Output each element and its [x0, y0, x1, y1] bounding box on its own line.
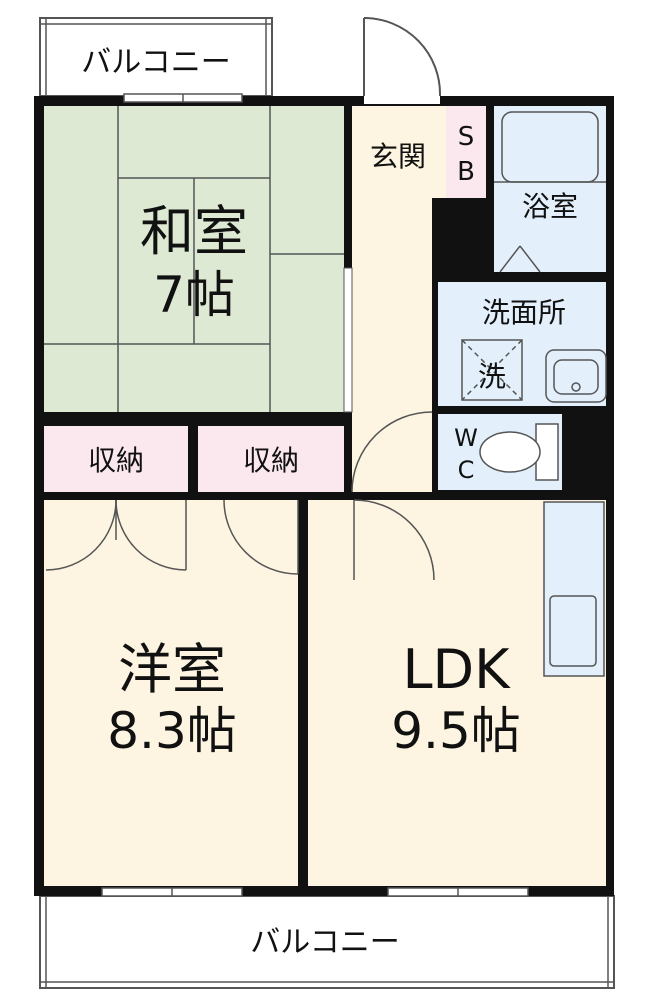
genkan-label: 玄関 [370, 140, 426, 173]
windows [101, 93, 529, 897]
interior-doors [45, 245, 541, 581]
washer-label: 洗 [478, 360, 506, 393]
sink [545, 349, 607, 403]
washer [461, 339, 523, 401]
balcony-top [39, 17, 273, 97]
wc-line1: W [454, 424, 478, 452]
room-genkan [352, 106, 446, 198]
ldk-name: LDK [402, 638, 511, 701]
room-hall [352, 198, 432, 492]
ldk-size: 9.5帖 [391, 702, 521, 760]
toilet [479, 423, 559, 481]
youshitsu-size: 8.3帖 [107, 702, 237, 760]
balcony-top-label: バルコニー [81, 45, 230, 80]
room-shoe-box [446, 106, 486, 198]
room-storage-right [198, 426, 344, 492]
kitchen-counter [543, 501, 605, 677]
bathtub [494, 111, 606, 183]
room-storage-left [44, 426, 188, 492]
room-youshitsu [44, 500, 298, 886]
washitsu-size: 7帖 [153, 266, 235, 324]
washroom-label: 洗面所 [482, 296, 566, 329]
tatami-lines [44, 106, 344, 412]
wc-line2: C [458, 456, 475, 484]
entrance-door [363, 17, 442, 104]
washitsu-name: 和室 [140, 200, 248, 263]
storage-left-label: 収納 [88, 444, 144, 477]
shoe-box-line2: B [457, 157, 475, 187]
balcony-bottom-label: バルコニー [250, 925, 399, 960]
youshitsu-name: 洋室 [118, 638, 226, 701]
bath-label: 浴室 [522, 190, 578, 223]
shoe-box-line1: S [458, 122, 475, 152]
storage-right-label: 収納 [243, 444, 299, 477]
